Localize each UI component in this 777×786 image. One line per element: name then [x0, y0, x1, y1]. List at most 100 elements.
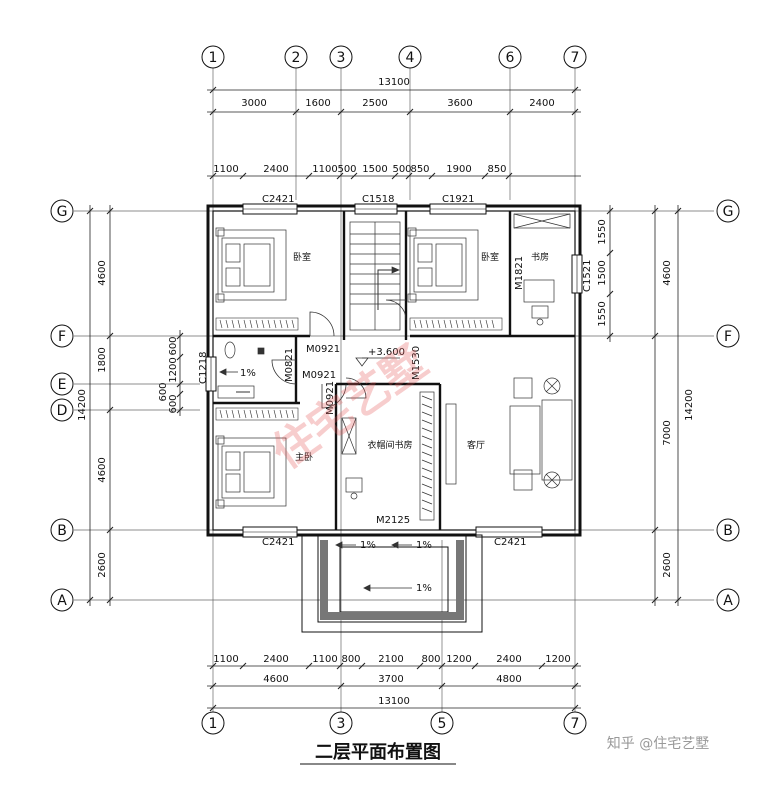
dim-top2-4: 500 [337, 164, 356, 175]
axis-bubbles [50, 45, 740, 735]
dim-top2-8: 1900 [446, 164, 471, 175]
dim-right-3: 2600 [662, 552, 673, 577]
closet-fixtures [341, 391, 435, 521]
staircase [349, 221, 401, 331]
dim-top-2: 1600 [305, 98, 330, 109]
master-wardrobe [215, 407, 299, 421]
dim-top-4: 3600 [447, 98, 472, 109]
dim-bot2-1: 4600 [263, 674, 288, 685]
axis-right-G: G [723, 204, 734, 220]
dim-left-in-2: 1200 [168, 357, 179, 382]
slope-bath: 1% [240, 368, 256, 379]
left-dimension-ticks [86, 207, 184, 604]
interior-walls [213, 211, 575, 530]
study-furniture [513, 213, 571, 326]
opening-tags: C2421 C1518 C1921 C1521 M1821 M0921 M092… [198, 194, 593, 594]
wardrobe-1 [215, 317, 299, 331]
axis-left-F: F [58, 329, 66, 345]
dim-bot-2: 2400 [263, 654, 288, 665]
left-dimension-lines [89, 205, 181, 606]
top-dimension-lines [207, 89, 581, 177]
dim-bot-8: 2400 [496, 654, 521, 665]
room-names: 卧室 卧室 书房 主卧 衣帽间书房 客厅 [293, 251, 549, 463]
axis-left-B: B [57, 523, 67, 539]
dim-top-total: 13100 [378, 77, 410, 88]
axis-right-F: F [724, 329, 732, 345]
balcony-railing [320, 540, 464, 620]
tag-c2421-top: C2421 [262, 194, 294, 205]
tag-c1921: C1921 [442, 194, 474, 205]
dim-left-1: 4600 [97, 260, 108, 285]
left-dimension-texts: 14200 4600 1800 4600 2600 600 1200 600 6… [77, 260, 179, 577]
tag-c1518: C1518 [362, 194, 394, 205]
right-dimension-lines [609, 205, 679, 606]
dim-right-2: 7000 [662, 420, 673, 445]
master-bed [215, 435, 287, 509]
dim-top-1: 3000 [241, 98, 266, 109]
axis-labels: 1 2 3 4 6 7 1 3 5 7 G F E D B A G F B A [57, 50, 734, 732]
axis-bottom-7: 7 [571, 716, 580, 732]
bottom-dimension-lines [207, 665, 581, 709]
axis-right-A: A [723, 593, 733, 609]
room-bedroom-1: 卧室 [293, 251, 311, 263]
dim-left-in-1: 600 [168, 336, 179, 355]
right-dimension-ticks [606, 207, 682, 604]
axis-top-3: 3 [337, 50, 346, 66]
dim-left-in-3: 600 [158, 382, 169, 401]
axis-top-7: 7 [571, 50, 580, 66]
tag-m1530: M1530 [411, 346, 422, 380]
dim-left-2: 1800 [97, 347, 108, 372]
dim-bot-5: 2100 [378, 654, 403, 665]
tag-m0921-a: M0921 [306, 344, 340, 355]
level-marker: +3.600 [355, 347, 405, 367]
bed-1 [215, 227, 287, 303]
dim-bot-4: 800 [341, 654, 360, 665]
right-dimension-texts: 14200 4600 7000 2600 1550 1500 1550 [597, 219, 695, 577]
tag-c1521: C1521 [582, 260, 593, 292]
dim-bot-6: 800 [421, 654, 440, 665]
dim-top2-6: 500 [392, 164, 411, 175]
axis-top-4: 4 [406, 50, 415, 66]
bottom-dimension-ticks [209, 662, 579, 712]
dim-top-3: 2500 [362, 98, 387, 109]
dim-top2-7: 850 [410, 164, 429, 175]
slope-arrows [219, 368, 412, 592]
dim-top2-9: 850 [487, 164, 506, 175]
dim-top2-2: 2400 [263, 164, 288, 175]
dim-left-in-4: 600 [168, 394, 179, 413]
dim-top2-1: 1100 [213, 164, 238, 175]
axis-top-1: 1 [209, 50, 218, 66]
dim-bot-total: 13100 [378, 696, 410, 707]
dim-right-in-3: 1550 [597, 301, 608, 326]
bottom-dimension-texts: 1100 2400 1100 800 2100 800 1200 2400 12… [213, 654, 570, 707]
tag-m1821: M1821 [514, 256, 525, 290]
slope-balcony-1: 1% [360, 540, 376, 551]
tag-m2125: M2125 [376, 515, 410, 526]
slope-balcony-2: 1% [416, 540, 432, 551]
dim-left-4: 2600 [97, 552, 108, 577]
dim-top-5: 2400 [529, 98, 554, 109]
level-text: +3.600 [368, 347, 405, 358]
dim-right-1: 4600 [662, 260, 673, 285]
axis-bottom-3: 3 [337, 716, 346, 732]
tag-c2421-bl: C2421 [262, 537, 294, 548]
axis-top-6: 6 [506, 50, 515, 66]
dim-bot2-3: 4800 [496, 674, 521, 685]
bed-2 [407, 227, 479, 303]
tag-m0821: M0821 [284, 348, 295, 382]
room-living: 客厅 [467, 439, 485, 451]
dim-bot-3: 1100 [312, 654, 337, 665]
top-dimension-texts: 13100 3000 1600 2500 3600 2400 1100 2400… [213, 77, 554, 175]
window-glass-lines [210, 208, 578, 533]
axis-left-E: E [58, 377, 67, 393]
room-master-bedroom: 主卧 [295, 451, 313, 463]
axis-left-D: D [57, 403, 68, 419]
tag-c2421-br: C2421 [494, 537, 526, 548]
top-dimension-ticks [209, 86, 579, 180]
dim-top2-3: 1100 [312, 164, 337, 175]
wardrobe-2 [409, 317, 503, 331]
axis-bottom-5: 5 [438, 716, 447, 732]
tag-m0921-c: M0921 [325, 381, 336, 415]
